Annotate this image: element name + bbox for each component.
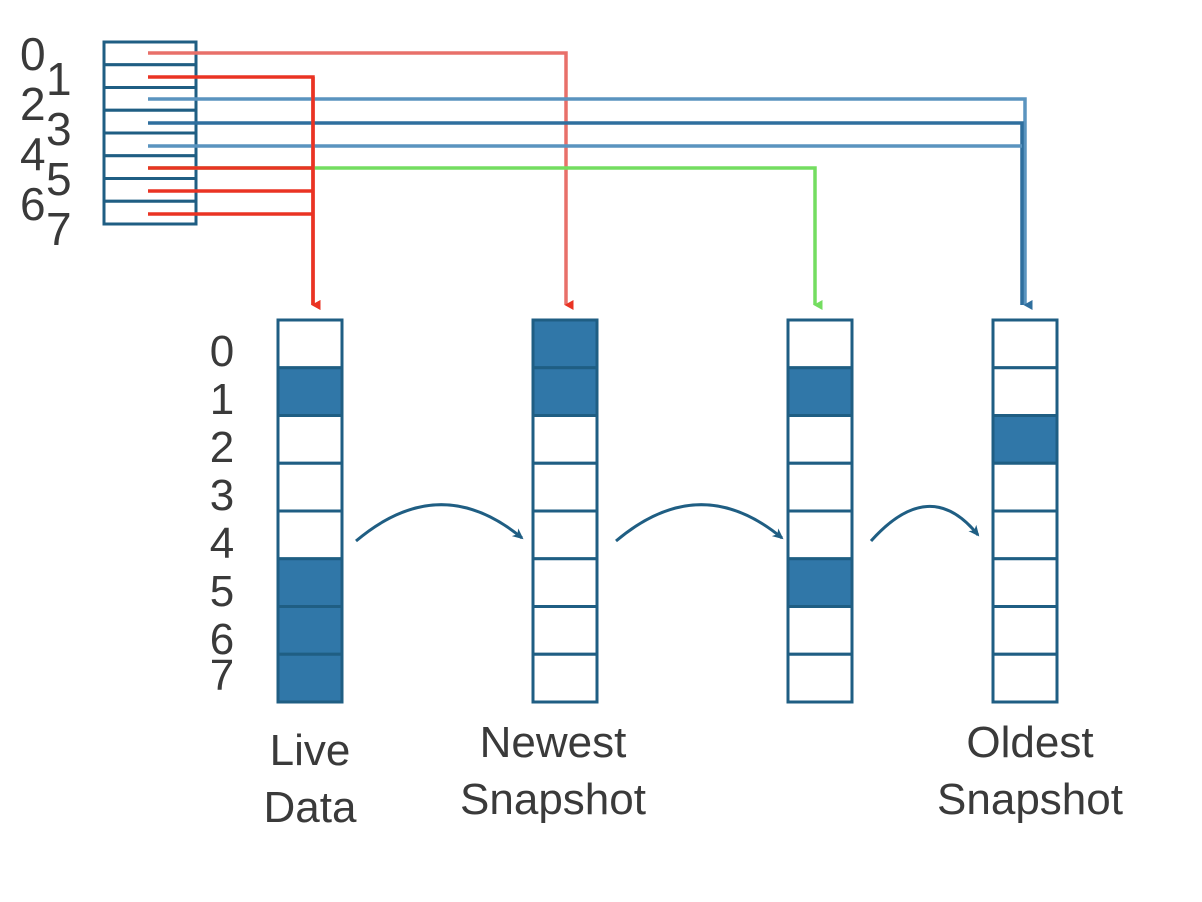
oldest-snapshot-cell-1: [991, 366, 1059, 417]
array-column-live-data: [276, 318, 344, 704]
newest-snapshot-cell-0: [531, 318, 599, 370]
live-data-cell-3: [276, 461, 344, 513]
oldest-snapshot-cell-7: [991, 652, 1059, 704]
pointer-line-row-5: [148, 166, 823, 310]
third-snapshot-cell-5: [786, 557, 854, 608]
pointer-line-row-3: [148, 121, 1024, 305]
source-index-label-2: 2: [20, 78, 46, 130]
row-index-6: 6: [210, 615, 234, 664]
source-index-label-0: 0: [20, 28, 46, 80]
oldest-snapshot-cell-0: [991, 318, 1059, 370]
array-column-oldest-snapshot: [991, 318, 1059, 704]
live-data-cell-2: [276, 414, 344, 465]
flow-arrow-live-to-newest: [355, 503, 524, 543]
row-index-5: 5: [210, 567, 234, 616]
row-index-2: 2: [210, 423, 234, 472]
newest-snapshot-cell-4: [531, 509, 599, 561]
source-index-table: [102, 40, 198, 226]
column-captions: Live Data Newest Snapshot Oldest Snapsho…: [264, 718, 1123, 832]
third-snapshot-cell-0: [786, 318, 854, 370]
source-index-labels: 0 1 2 3 4 5 6 7: [20, 28, 72, 255]
oldest-snapshot-cell-3: [991, 461, 1059, 513]
live-data-cell-0: [276, 318, 344, 370]
source-index-label-7: 7: [46, 203, 72, 255]
third-snapshot-cell-3: [786, 461, 854, 513]
flow-arrow-newest-to-third: [615, 503, 784, 543]
live-data-label-line2: Data: [264, 783, 357, 832]
source-index-label-4: 4: [20, 128, 46, 180]
row-index-7: 7: [210, 651, 234, 700]
live-data-cell-1: [276, 366, 344, 417]
array-row-indices: 0 1 2 3 4 5 6 7: [210, 327, 234, 700]
source-index-label-5: 5: [46, 153, 72, 205]
oldest-snapshot-cell-6: [991, 605, 1059, 656]
row-index-3: 3: [210, 471, 234, 520]
live-data-cell-6: [276, 605, 344, 656]
row-index-0: 0: [210, 327, 234, 376]
oldest-snapshot-cell-2: [991, 414, 1059, 465]
oldest-snapshot-label-line1: Oldest: [966, 718, 1093, 767]
newest-snapshot-cell-1: [531, 366, 599, 417]
newest-snapshot-cell-7: [531, 652, 599, 704]
row-index-1: 1: [210, 375, 234, 424]
third-snapshot-cell-2: [786, 414, 854, 465]
newest-snapshot-cell-3: [531, 461, 599, 513]
live-data-cell-7: [276, 652, 344, 704]
newest-snapshot-cell-6: [531, 605, 599, 656]
live-data-cell-5: [276, 557, 344, 608]
source-index-label-3: 3: [46, 103, 72, 155]
newest-snapshot-label-line1: Newest: [480, 718, 627, 767]
newest-snapshot-label-line2: Snapshot: [460, 775, 646, 824]
source-index-label-6: 6: [20, 178, 46, 230]
pointer-line-row-0: [148, 51, 574, 310]
oldest-snapshot-cell-4: [991, 509, 1059, 561]
oldest-snapshot-cell-5: [991, 557, 1059, 608]
array-column-third-snapshot: [786, 318, 854, 704]
third-snapshot-cell-6: [786, 605, 854, 656]
newest-snapshot-cell-5: [531, 557, 599, 608]
third-snapshot-cell-7: [786, 652, 854, 704]
live-data-label-line1: Live: [270, 726, 351, 775]
live-data-cell-4: [276, 509, 344, 561]
oldest-snapshot-label-line2: Snapshot: [937, 775, 1123, 824]
array-column-newest-snapshot: [531, 318, 599, 704]
newest-snapshot-cell-2: [531, 414, 599, 465]
third-snapshot-cell-4: [786, 509, 854, 561]
flow-arrow-third-to-oldest: [869, 504, 980, 543]
source-index-label-1: 1: [46, 53, 72, 105]
third-snapshot-cell-1: [786, 366, 854, 417]
row-index-4: 4: [210, 519, 234, 568]
pointer-line-row-2: [148, 97, 1033, 310]
